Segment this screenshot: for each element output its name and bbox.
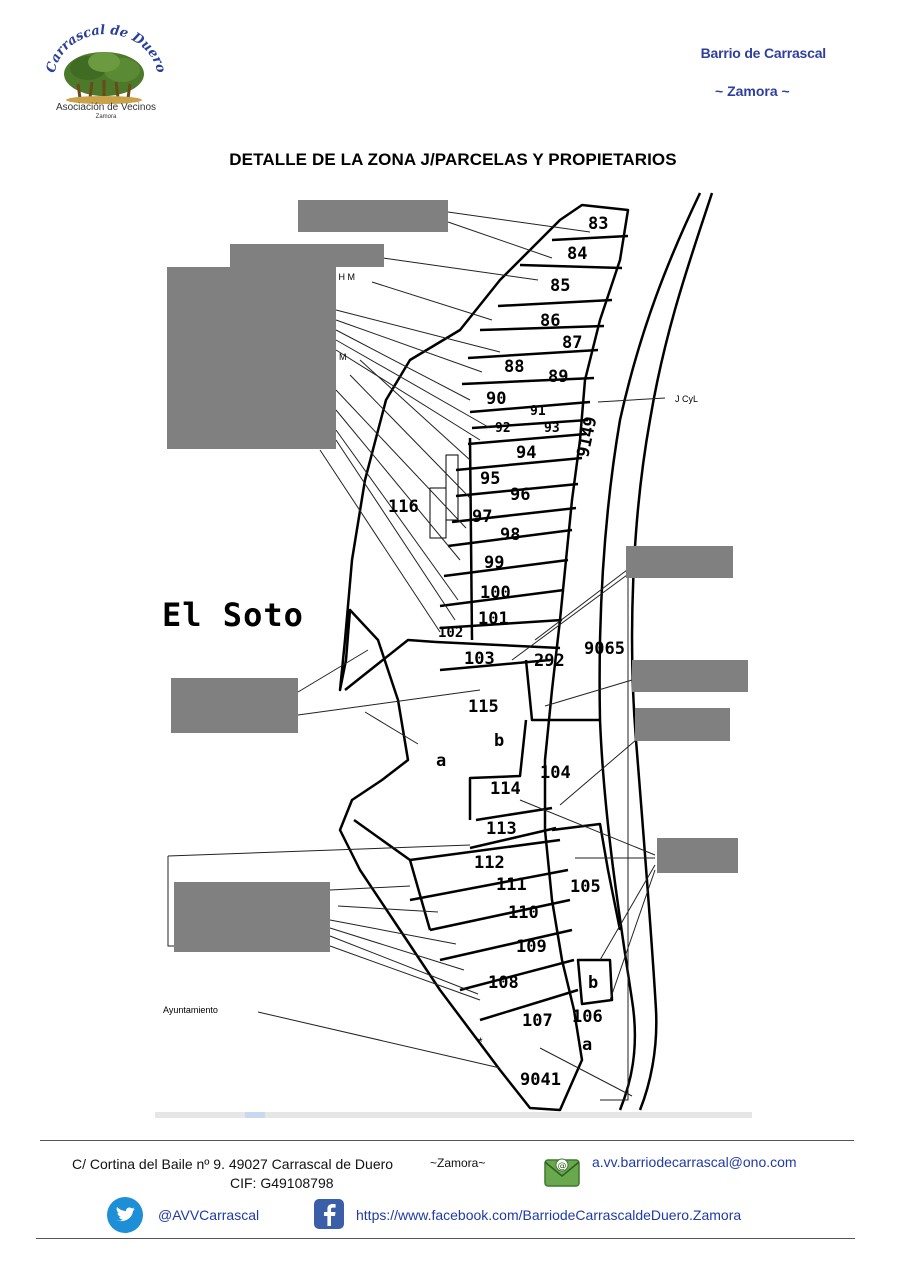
redacted-owner-box <box>171 678 298 733</box>
parcel-map: 83 84 85 86 87 88 89 90 91 92 93 94 95 9… <box>155 192 752 1118</box>
parcel-115-b: b <box>494 731 504 751</box>
logo-subcaption: Zamora <box>95 114 117 120</box>
parcel-105: 105 <box>570 877 601 897</box>
parcel-106-b: b <box>588 973 598 993</box>
footer-facebook-link[interactable]: https://www.facebook.com/BarriodeCarrasc… <box>356 1207 742 1223</box>
parcel-96: 96 <box>510 485 530 505</box>
logo-caption: Asociación de Vecinos <box>55 102 157 113</box>
footer-address: C/ Cortina del Baile nº 9. 49027 Carrasc… <box>72 1156 394 1172</box>
parcel-101: 101 <box>478 609 509 629</box>
redacted-owner-box <box>626 546 733 578</box>
parcel-94: 94 <box>516 443 536 463</box>
parcel-111: 111 <box>496 875 527 895</box>
redacted-owner-box <box>167 267 336 449</box>
parcel-103: 103 <box>464 649 495 669</box>
email-icon: @ <box>544 1158 580 1187</box>
parcel-102: 102 <box>438 625 463 641</box>
parcel-98: 98 <box>500 525 520 545</box>
parcel-97: 97 <box>472 507 492 527</box>
redacted-owner-box <box>657 838 738 873</box>
map-label-shm-1: S H M <box>330 272 356 282</box>
map-bottom-bar <box>155 1112 752 1118</box>
parcel-85: 85 <box>550 276 570 296</box>
redacted-owner-box <box>230 244 384 267</box>
document-title: DETALLE DE LA ZONA J/PARCELAS Y PROPIETA… <box>229 150 677 169</box>
parcel-88: 88 <box>504 357 524 377</box>
twitter-icon <box>107 1197 143 1233</box>
parcel-107: 107 <box>522 1011 553 1031</box>
association-logo: Carrascal de Duero <box>44 23 168 104</box>
map-marker-star: * <box>478 1035 483 1049</box>
parcel-95: 95 <box>480 469 500 489</box>
footer-zamora: ~Zamora~ <box>430 1156 486 1170</box>
parcel-106-a: a <box>582 1035 592 1055</box>
parcel-109: 109 <box>516 937 547 957</box>
footer-divider-top <box>40 1140 854 1141</box>
footer-email-link[interactable]: a.vv.barriodecarrascal@ono.com <box>592 1154 797 1170</box>
parcel-91: 91 <box>530 404 546 419</box>
parcel-116: 116 <box>388 497 419 517</box>
map-label-shm-2: H M <box>330 352 347 362</box>
parcel-83: 83 <box>588 214 608 234</box>
parcel-92: 92 <box>495 421 511 436</box>
island-outline <box>338 203 630 1112</box>
footer-divider-bottom <box>36 1238 855 1239</box>
header-barrio: Barrio de Carrascal <box>700 45 827 61</box>
parcel-93: 93 <box>544 421 560 436</box>
parcel-86: 86 <box>540 311 560 331</box>
facebook-icon <box>314 1199 344 1229</box>
map-label-jcyl: J CyL <box>675 394 699 404</box>
header-zamora: ~ Zamora ~ <box>715 83 790 99</box>
svg-text:@: @ <box>558 1162 567 1172</box>
parcel-9041: 9041 <box>520 1070 561 1090</box>
map-label-ayuntamiento: Ayuntamiento <box>163 1005 218 1015</box>
parcel-110: 110 <box>508 903 539 923</box>
parcel-114: 114 <box>490 779 521 799</box>
parcel-84: 84 <box>567 244 587 264</box>
parcel-87: 87 <box>562 333 582 353</box>
redacted-owner-box <box>635 708 730 741</box>
parcel-108: 108 <box>488 973 519 993</box>
parcel-113: 113 <box>486 819 517 839</box>
river-east-bank <box>630 192 714 1111</box>
parcel-292: 292 <box>534 651 565 671</box>
parcel-104: 104 <box>540 763 571 783</box>
parcel-115-a: a <box>436 751 446 771</box>
map-place-label: El Soto <box>162 596 304 634</box>
redacted-owner-box <box>298 200 448 232</box>
parcel-106: 106 <box>572 1007 603 1027</box>
parcel-99: 99 <box>484 553 504 573</box>
parcel-115: 115 <box>468 697 499 717</box>
parcel-9065: 9065 <box>584 639 625 659</box>
footer-twitter-link[interactable]: @AVVCarrascal <box>158 1207 260 1223</box>
parcel-112: 112 <box>474 853 505 873</box>
footer-cif: CIF: G49108798 <box>230 1175 334 1191</box>
redacted-owner-box <box>174 882 330 952</box>
redacted-owner-box <box>632 660 748 692</box>
river-west-bank <box>598 192 702 1111</box>
parcel-90: 90 <box>486 389 506 409</box>
parcel-89: 89 <box>548 367 568 387</box>
parcel-100: 100 <box>480 583 511 603</box>
